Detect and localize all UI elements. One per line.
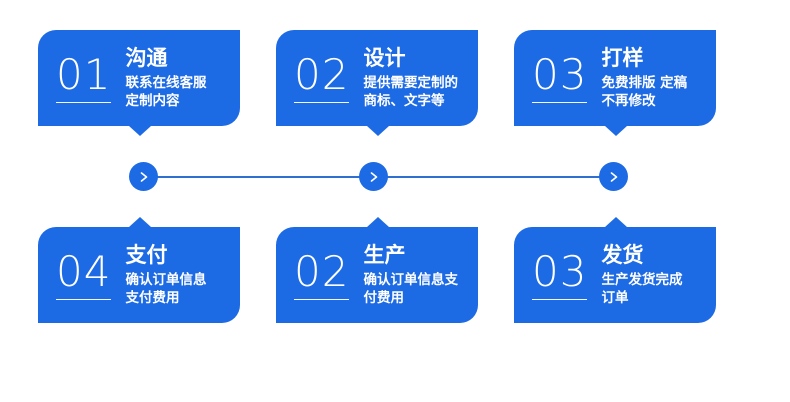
step-card-06[interactable]: 03 发货 生产发货完成 订单 — [514, 227, 716, 323]
step-title: 打样 — [601, 46, 644, 70]
step-number-block: 03 — [532, 50, 588, 103]
flow-connector — [0, 150, 790, 205]
step-number: 03 — [532, 247, 588, 296]
chevron-right-icon[interactable] — [129, 162, 158, 191]
step-card-02[interactable]: 02 设计 提供需要定制的 商标、文字等 — [276, 30, 478, 126]
step-card-04[interactable]: 04 支付 确认订单信息 支付费用 — [38, 227, 240, 323]
step-description: 确认订单信息支 付费用 — [363, 272, 458, 306]
chevron-right-icon[interactable] — [359, 162, 388, 191]
step-text-block: 打样 免费排版 定稿 不再修改 — [601, 46, 708, 110]
step-number: 02 — [294, 247, 350, 296]
card-pointer-up-icon — [605, 217, 627, 227]
step-number-block: 02 — [294, 50, 350, 103]
card-pointer-up-icon — [129, 217, 151, 227]
step-text-block: 支付 确认订单信息 支付费用 — [125, 243, 232, 307]
step-number: 04 — [56, 247, 112, 296]
connector-line-segment — [157, 176, 360, 178]
step-description: 免费排版 定稿 不再修改 — [601, 75, 688, 109]
step-text-block: 设计 提供需要定制的 商标、文字等 — [363, 46, 470, 110]
step-text-block: 生产 确认订单信息支 付费用 — [363, 243, 470, 307]
step-number-block: 02 — [294, 247, 350, 300]
step-number: 03 — [532, 50, 588, 99]
step-text-block: 沟通 联系在线客服 定制内容 — [125, 46, 232, 110]
step-card-05[interactable]: 02 生产 确认订单信息支 付费用 — [276, 227, 478, 323]
step-card-01[interactable]: 01 沟通 联系在线客服 定制内容 — [38, 30, 240, 126]
card-pointer-down-icon — [367, 126, 389, 136]
step-description: 联系在线客服 定制内容 — [125, 75, 207, 109]
step-text-block: 发货 生产发货完成 订单 — [601, 243, 708, 307]
step-number: 02 — [294, 50, 350, 99]
step-description: 提供需要定制的 商标、文字等 — [363, 75, 458, 109]
step-number-underline — [532, 102, 588, 103]
card-pointer-down-icon — [605, 126, 627, 136]
step-description: 确认订单信息 支付费用 — [125, 272, 207, 306]
step-number-underline — [56, 102, 112, 103]
step-title: 沟通 — [125, 46, 168, 70]
step-number-block: 01 — [56, 50, 112, 103]
card-pointer-down-icon — [129, 126, 151, 136]
step-title: 支付 — [125, 243, 168, 267]
step-number-underline — [294, 102, 350, 103]
step-title: 设计 — [363, 46, 406, 70]
step-number-underline — [532, 299, 588, 300]
step-number-underline — [56, 299, 112, 300]
step-number: 01 — [56, 50, 112, 99]
step-number-block: 04 — [56, 247, 112, 300]
step-number-underline — [294, 299, 350, 300]
step-title: 生产 — [363, 243, 406, 267]
step-description: 生产发货完成 订单 — [601, 272, 683, 306]
chevron-right-icon[interactable] — [599, 162, 628, 191]
step-number-block: 03 — [532, 247, 588, 300]
step-card-03[interactable]: 03 打样 免费排版 定稿 不再修改 — [514, 30, 716, 126]
step-title: 发货 — [601, 243, 644, 267]
card-pointer-up-icon — [367, 217, 389, 227]
connector-line-segment — [387, 176, 600, 178]
